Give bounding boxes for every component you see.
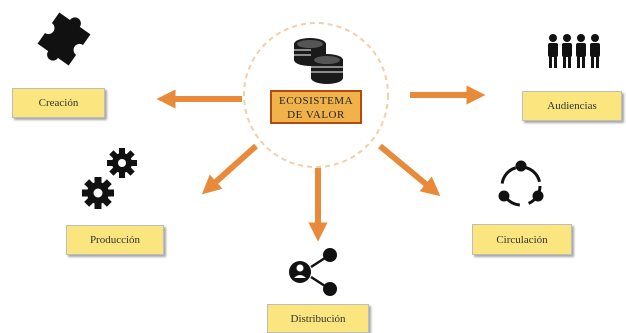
cycle-icon xyxy=(498,160,544,207)
gears-icon xyxy=(82,148,137,209)
arrow-to-circulacion xyxy=(378,143,441,197)
arrow-to-produccion xyxy=(201,143,258,195)
center-label: ECOSISTEMA DE VALOR xyxy=(270,90,362,124)
node-distribucion: Distribución xyxy=(267,304,369,333)
people-icon xyxy=(548,34,600,68)
coins-icon xyxy=(294,38,343,84)
center-label-line2: DE VALOR xyxy=(287,109,345,121)
share-icon xyxy=(289,248,337,296)
puzzle-icon xyxy=(37,12,91,66)
arrows xyxy=(156,85,486,242)
node-produccion: Producción xyxy=(66,225,164,255)
center-label-line1: ECOSISTEMA xyxy=(278,95,354,107)
node-circulacion: Circulación xyxy=(472,224,572,255)
node-creacion: Creación xyxy=(12,88,105,118)
node-audiencias: Audiencias xyxy=(522,91,622,121)
